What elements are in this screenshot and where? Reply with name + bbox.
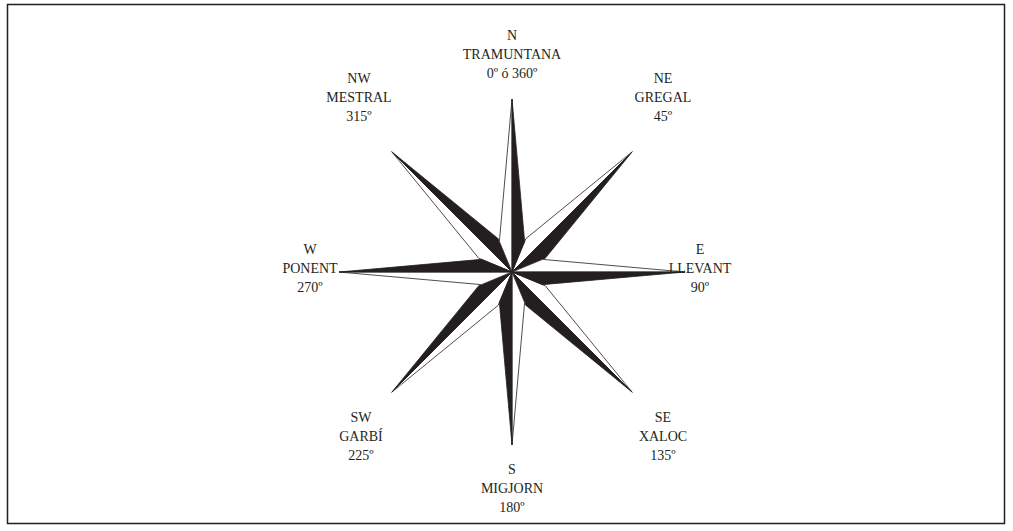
rose-arm-dark [392, 272, 512, 392]
rose-arm-dark [512, 99, 525, 272]
bearing-degrees: 315º [346, 107, 371, 126]
rose-arm-dark [512, 152, 632, 272]
rose-arm-light [512, 272, 525, 445]
rose-star [339, 99, 685, 445]
rose-arm-light [339, 272, 512, 285]
rose-arm-dark [339, 259, 512, 272]
wind-name: GARBÍ [339, 427, 383, 446]
wind-name: LLEVANT [669, 259, 732, 278]
wind-name: GREGAL [635, 88, 692, 107]
bearing-degrees: 270º [297, 278, 322, 297]
direction-letter: N [507, 26, 517, 45]
direction-letter: NE [654, 69, 673, 88]
wind-name: XALOC [639, 427, 687, 446]
bearing-degrees: 45º [654, 107, 672, 126]
wind-name: PONENT [282, 259, 337, 278]
rose-arm-light [512, 272, 632, 392]
bearing-degrees: 225º [348, 446, 373, 465]
direction-letter: W [303, 240, 316, 259]
rose-arm-dark [512, 272, 632, 392]
rose-arm-light [512, 259, 685, 272]
rose-arm-dark [392, 152, 512, 272]
direction-letter: SW [351, 408, 372, 427]
wind-name: MESTRAL [326, 88, 391, 107]
bearing-degrees: 0º ó 360º [487, 64, 538, 83]
direction-letter: E [696, 240, 705, 259]
rose-arm-dark [512, 272, 685, 285]
direction-letter: NW [347, 69, 370, 88]
wind-name: MIGJORN [481, 479, 543, 498]
bearing-degrees: 90º [691, 278, 709, 297]
rose-arm-light [512, 152, 632, 272]
rose-arm-light [499, 99, 512, 272]
rose-arm-light [392, 272, 512, 392]
bearing-degrees: 180º [499, 498, 524, 517]
rose-arm-dark [499, 272, 512, 445]
rose-arm-light [392, 152, 512, 272]
direction-letter: SE [655, 408, 671, 427]
frame [8, 5, 1005, 524]
direction-letter: S [508, 460, 516, 479]
bearing-degrees: 135º [650, 446, 675, 465]
wind-name: TRAMUNTANA [463, 45, 561, 64]
